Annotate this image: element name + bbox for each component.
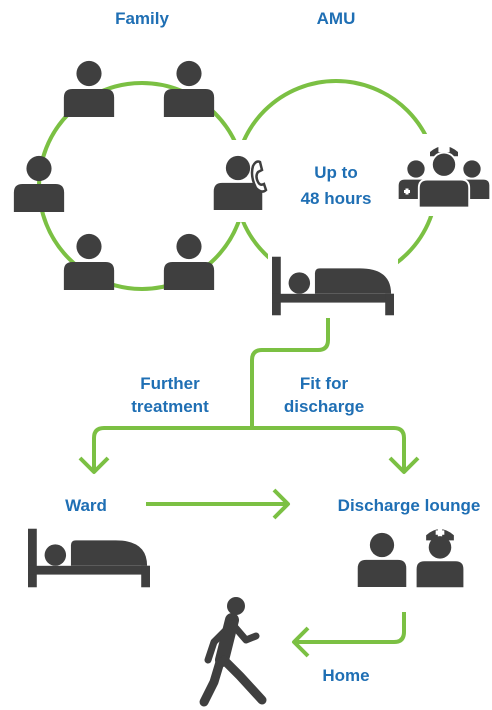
person-icon bbox=[357, 532, 407, 587]
family-label: Family bbox=[115, 9, 169, 28]
duration-label-line2: 48 hours bbox=[301, 189, 372, 208]
nurse-icon bbox=[416, 528, 464, 588]
ward-label: Ward bbox=[65, 496, 107, 515]
person-icon bbox=[163, 233, 215, 290]
further-treatment-label-line1: Further bbox=[140, 374, 200, 393]
duration-label-line1: Up to bbox=[314, 163, 357, 182]
arrowhead-lounge-icon bbox=[272, 488, 290, 520]
family-member-on-phone bbox=[207, 140, 273, 222]
bed-icon bbox=[28, 528, 150, 588]
flow-connector-down bbox=[250, 318, 330, 428]
further-treatment-label-line2: treatment bbox=[131, 397, 209, 416]
walking-person-icon bbox=[199, 597, 267, 707]
amu-label: AMU bbox=[317, 9, 356, 28]
amu-staff-group bbox=[390, 134, 490, 216]
flow-branch-right bbox=[252, 426, 406, 470]
person-icon bbox=[13, 155, 65, 212]
discharge-lounge-label: Discharge lounge bbox=[338, 496, 481, 515]
phone-icon bbox=[250, 160, 268, 193]
arrowhead-right-icon bbox=[388, 456, 420, 474]
home-label: Home bbox=[322, 666, 369, 685]
arrowhead-left-icon bbox=[78, 456, 110, 474]
fit-for-discharge-label-line2: discharge bbox=[284, 397, 364, 416]
arrowhead-home-icon bbox=[292, 626, 310, 658]
flow-branch-left bbox=[92, 426, 252, 470]
fit-for-discharge-label-line1: Fit for bbox=[300, 374, 349, 393]
lounge-to-home-arrow bbox=[294, 612, 406, 644]
